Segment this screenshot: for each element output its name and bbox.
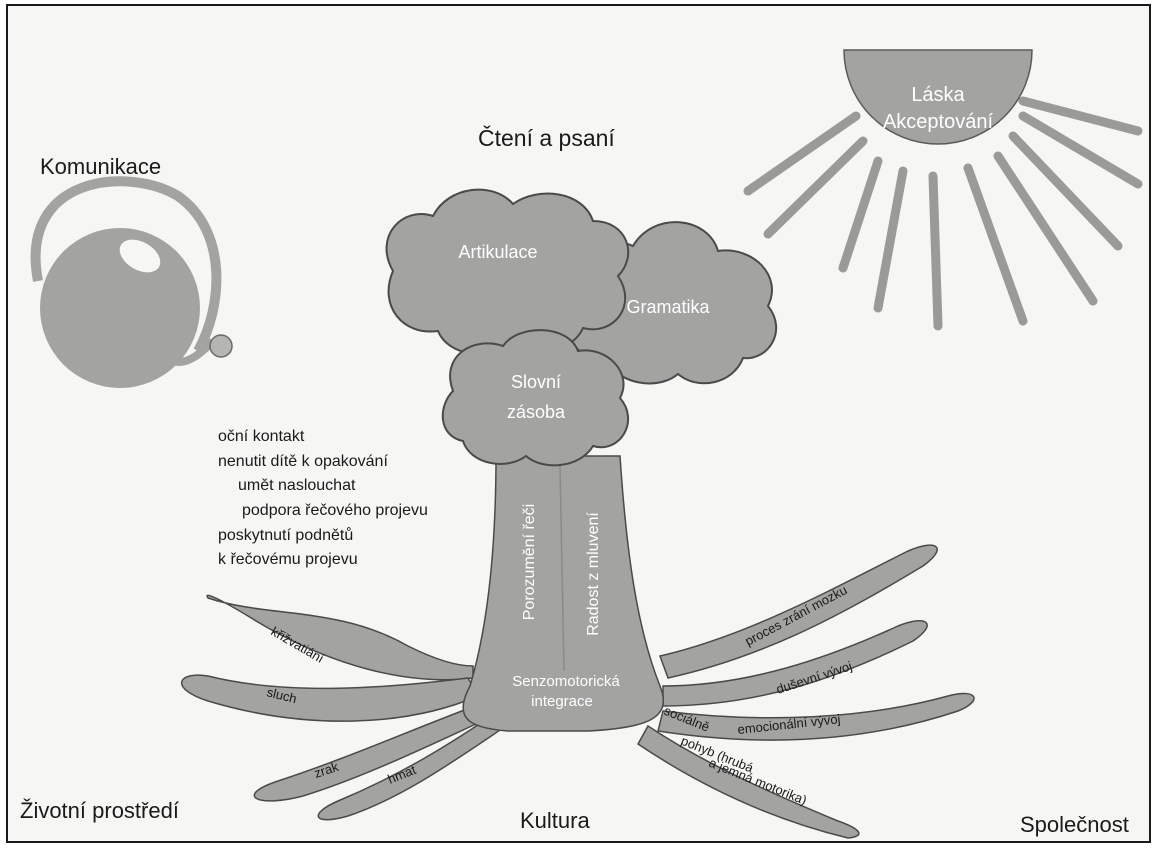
label-reading-writing: Čtení a psaní [478,124,615,151]
tip-item: oční kontakt [218,428,305,445]
label-culture: Kultura [520,808,590,833]
text-articulation: Artikulace [458,242,537,262]
diagram-frame: Komunikace Životní prostředí Kultura Spo… [6,4,1151,843]
text-joy-of-speaking: Radost z mluvení [585,512,602,636]
tip-item: umět naslouchat [238,477,356,494]
communication-tips: oční kontakt nenutit dítě k opakování um… [218,428,428,568]
sun-text-acceptance: Akceptování [883,111,994,133]
cloud-articulation [387,190,629,354]
tip-item: nenutit dítě k opakování [218,453,388,470]
tip-item: podpora řečového projevu [242,502,428,519]
label-communication: Komunikace [40,154,161,179]
root-crossing [207,595,473,679]
text-comprehension: Porozumění řeči [521,504,538,621]
language-tree-diagram: Komunikace Životní prostředí Kultura Spo… [8,6,1151,843]
text-grammar: Gramatika [626,297,710,317]
text-vocab-2: zásoba [507,402,566,422]
tip-item: poskytnutí podnětů [218,526,353,544]
label-environment: Životní prostředí [20,798,179,823]
root-hearing [182,675,478,721]
tree-crown [387,190,777,466]
text-sensorimotor-1: Senzomotorická [512,673,620,690]
watering-can-icon [36,181,232,388]
text-vocab-1: Slovní [511,372,561,392]
sun-text-love: Láska [911,84,965,106]
text-sensorimotor-2: integrace [531,693,593,710]
label-society: Společnost [1020,812,1129,837]
tip-item: k řečovému projevu [218,551,358,568]
